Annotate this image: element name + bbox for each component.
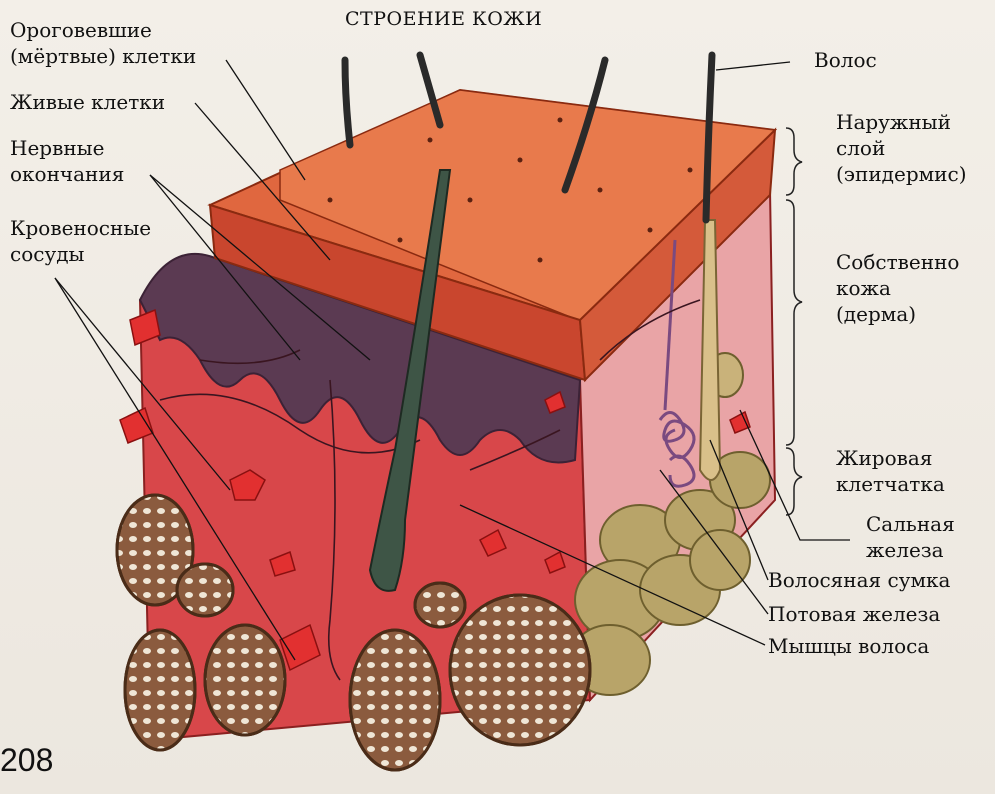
label-vessels-line1: Кровеносные [10,216,151,240]
label-dead-cells-line2: (мёртвые) клетки [10,44,196,68]
label-vessels-line2: сосуды [10,242,84,266]
label-nerves-line1: Нервные [10,136,104,160]
label-dead-cells-line1: Ороговевшие [10,18,152,42]
label-dermis-line1: Собственно [836,250,959,274]
label-epidermis-line1: Наружный [836,110,951,134]
diagram-title: СТРОЕНИЕ КОЖИ [345,8,542,30]
label-hair: Волос [814,48,877,72]
page-number: 208 [0,742,53,779]
layer-braces [786,128,802,515]
label-live-cells: Живые клетки [10,90,165,114]
label-dermis-line2: кожа [836,276,891,300]
label-nerves-line2: окончания [10,162,124,186]
label-hair-muscle: Мышцы волоса [768,634,929,658]
label-fat-line1: Жировая [836,446,932,470]
label-epidermis-line2: слой [836,136,885,160]
label-sebaceous-line2: железа [866,538,944,562]
label-dermis-line3: (дерма) [836,302,916,326]
label-sweat-gland: Потовая железа [768,602,940,626]
label-hair-follicle: Волосяная сумка [768,568,950,592]
label-epidermis-line3: (эпидермис) [836,162,967,186]
label-sebaceous-line1: Сальная [866,512,955,536]
label-fat-line2: клетчатка [836,472,945,496]
